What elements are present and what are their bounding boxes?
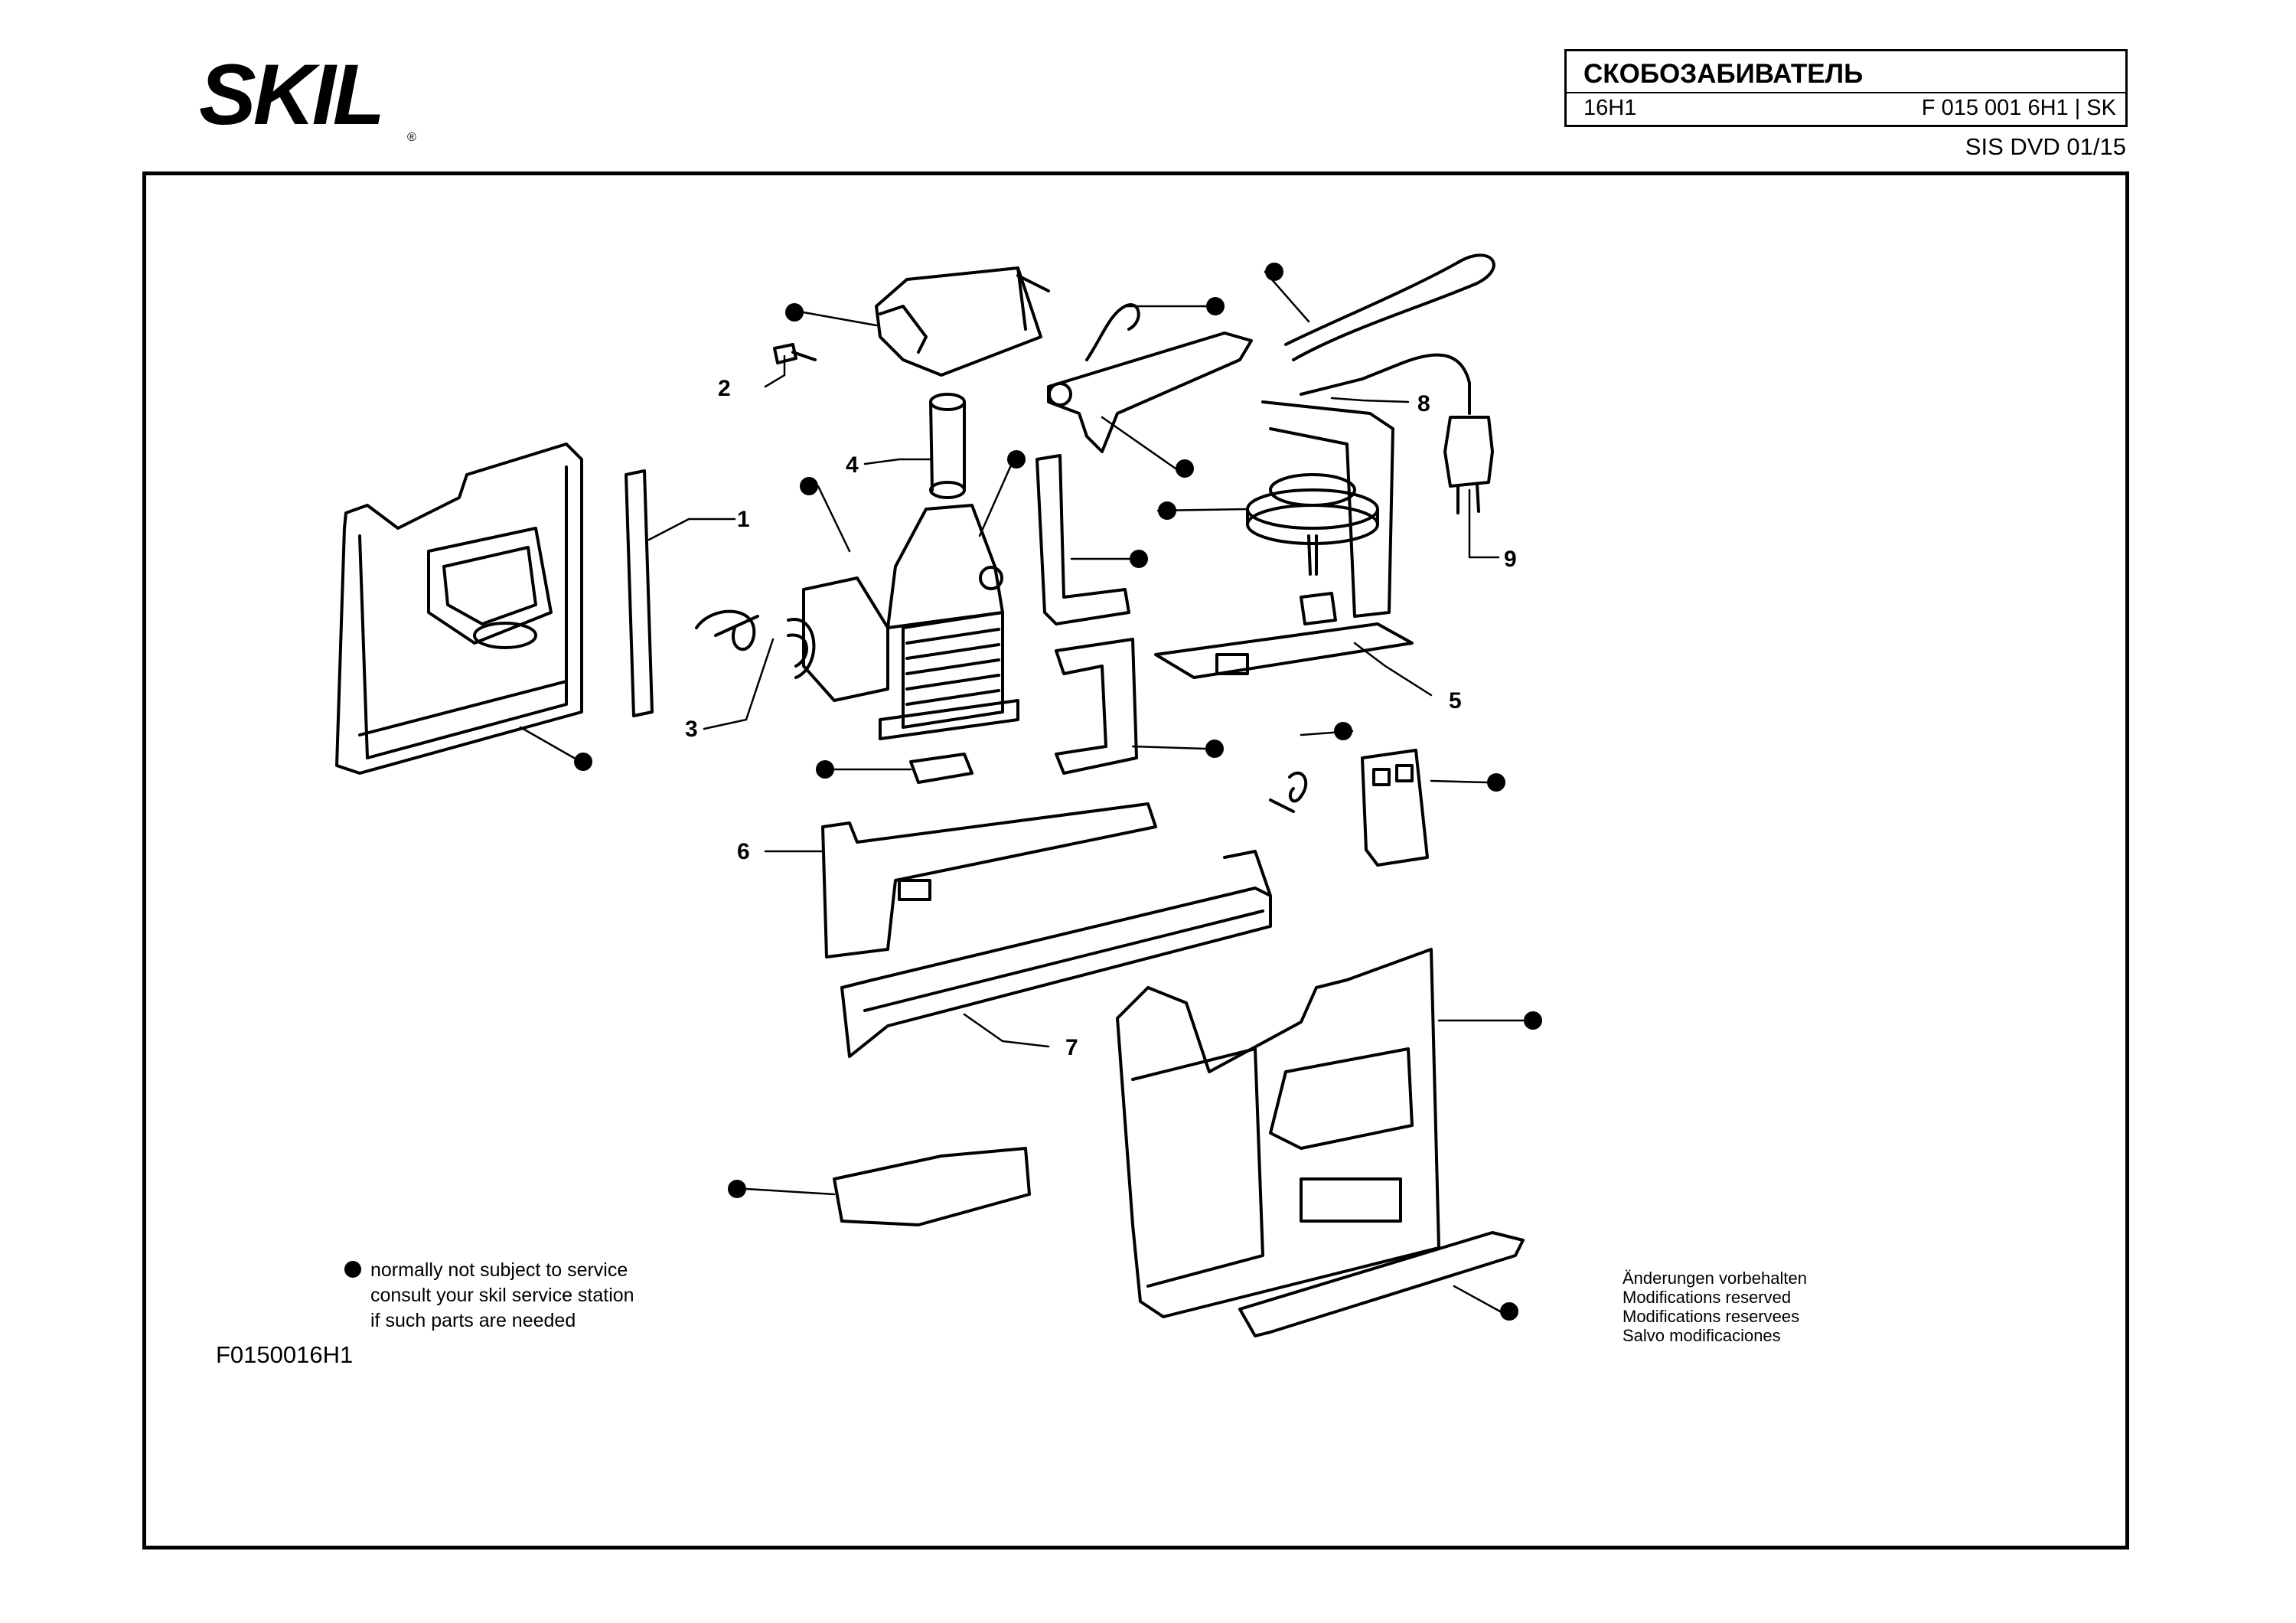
document-title: СКОБОЗАБИВАТЕЛЬ xyxy=(1583,59,1864,89)
actuator-rod xyxy=(1035,454,1130,625)
coil-bracket xyxy=(802,576,889,702)
hanging-strap xyxy=(1284,253,1495,361)
part-4-pin xyxy=(929,393,966,499)
modifications-es: Salvo modificaciones xyxy=(1623,1326,1781,1345)
svg-text:SKIL: SKIL xyxy=(199,47,382,142)
adjustment-dial xyxy=(1246,473,1379,576)
legend-bullet xyxy=(344,1261,361,1278)
bullet-marker xyxy=(728,1180,746,1198)
bullet-marker xyxy=(1265,263,1283,281)
bullet-marker xyxy=(1500,1302,1518,1321)
part-7-slide-rail xyxy=(840,850,1272,1058)
callout-1: 1 xyxy=(737,507,750,532)
callout-7: 7 xyxy=(1065,1035,1078,1060)
diagram-frame xyxy=(142,171,2129,1550)
svg-text:®: ® xyxy=(407,131,416,144)
callout-labels: 1 2 3 4 5 6 7 8 9 xyxy=(685,376,1517,1060)
bullet-marker xyxy=(785,303,804,322)
bullet-marker xyxy=(1130,550,1148,568)
small-spring xyxy=(1269,771,1308,813)
bullet-marker xyxy=(816,760,834,779)
callout-6: 6 xyxy=(737,839,750,864)
mounting-bracket xyxy=(1055,638,1138,775)
modifications-notice: Änderungen vorbehalten Modifications res… xyxy=(1623,1269,1807,1345)
document-id: F0150016H1 xyxy=(216,1341,354,1368)
legend-line-1: normally not subject to service xyxy=(344,1258,634,1283)
trigger-lever xyxy=(1047,331,1253,453)
modifications-fr: Modifications reservees xyxy=(1623,1307,1800,1326)
bullet-marker xyxy=(1007,450,1026,469)
bullet-marker xyxy=(1205,740,1224,758)
callout-4: 4 xyxy=(846,452,859,478)
bullet-marker xyxy=(1487,773,1505,792)
button-block xyxy=(1361,749,1429,867)
part-6-magazine-rail xyxy=(821,802,1157,958)
bullet-marker xyxy=(800,477,818,495)
left-housing-half xyxy=(335,442,583,775)
skil-logo: SKIL ® xyxy=(199,47,416,144)
model-number: 16H1 xyxy=(1583,96,1637,120)
leader-lines xyxy=(519,270,1525,1313)
service-bullets xyxy=(574,263,1542,1321)
bullet-marker xyxy=(1206,297,1225,315)
lever-spring xyxy=(1085,303,1140,361)
circuit-board xyxy=(1154,400,1414,679)
callout-8: 8 xyxy=(1417,391,1430,416)
legend-text-3: if such parts are needed xyxy=(370,1310,576,1331)
revision-label: SIS DVD 01/15 xyxy=(1965,133,2126,160)
service-legend: normally not subject to service consult … xyxy=(344,1258,634,1334)
part-1-strip xyxy=(625,469,654,717)
legend-text-2: consult your skil service station xyxy=(370,1285,634,1306)
part-number: F 015 001 6H1 | SK xyxy=(1921,96,2116,120)
title-divider xyxy=(1567,92,2125,93)
callout-3: 3 xyxy=(685,717,698,742)
right-housing-half xyxy=(1116,948,1440,1318)
callout-5: 5 xyxy=(1449,688,1462,714)
part-3-springs xyxy=(695,609,816,679)
legend-text-1: normally not subject to service xyxy=(370,1259,628,1281)
modifications-en: Modifications reserved xyxy=(1623,1288,1792,1307)
magnet-pad xyxy=(909,753,974,784)
solenoid-coil xyxy=(879,504,1019,740)
bullet-marker xyxy=(574,753,592,771)
callout-9: 9 xyxy=(1504,547,1517,572)
bullet-marker xyxy=(1176,459,1194,478)
title-block: СКОБОЗАБИВАТЕЛЬ 16H1 F 015 001 6H1 | SK xyxy=(1564,49,2128,127)
part-2-screw xyxy=(773,343,817,364)
power-cable-plug xyxy=(1300,353,1494,514)
trigger-cap xyxy=(875,266,1050,377)
bullet-marker xyxy=(1524,1011,1542,1030)
modifications-de: Änderungen vorbehalten xyxy=(1623,1269,1807,1288)
guide-clip xyxy=(833,1147,1031,1226)
callout-2: 2 xyxy=(718,376,731,401)
bottom-guide-rail xyxy=(1238,1231,1525,1337)
